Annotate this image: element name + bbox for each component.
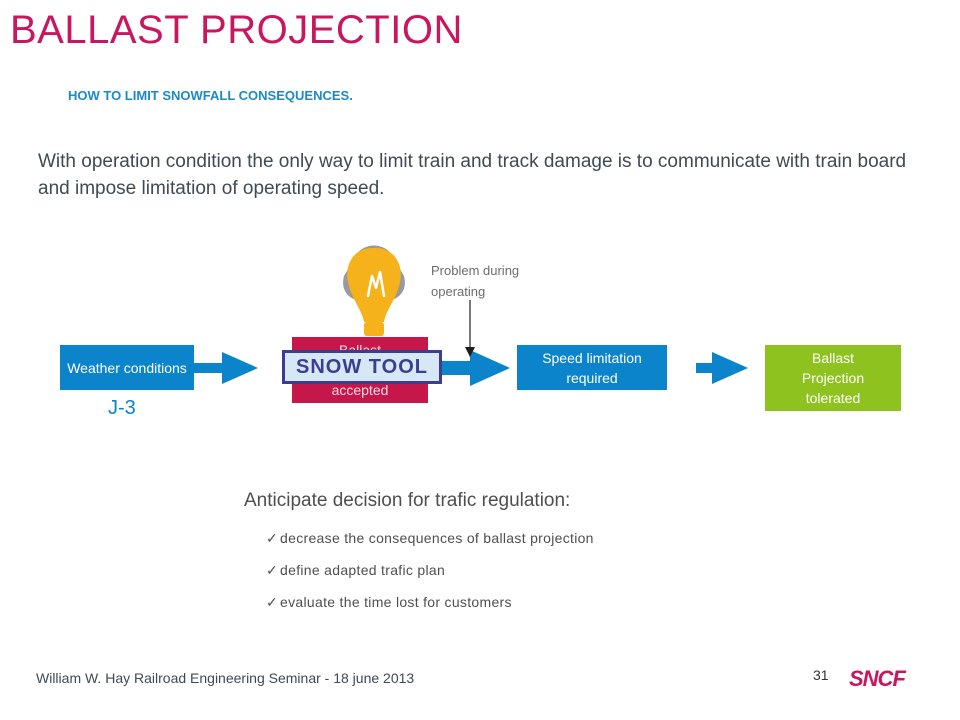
list-item: ✓decrease the consequences of ballast pr…: [266, 528, 594, 560]
list-item: ✓define adapted trafic plan: [266, 560, 594, 592]
ballast-tolerated-label: Ballast Projection tolerated: [801, 350, 865, 406]
anticipate-heading: Anticipate decision for trafic regulatio…: [244, 490, 571, 511]
sncf-logo: SNCF: [849, 666, 906, 691]
snow-tool-label: SNOW TOOL: [282, 350, 442, 384]
intro-text: With operation condition the only way to…: [38, 151, 907, 199]
problem-note: Problem during operating: [431, 263, 520, 299]
lightbulb-icon: [343, 245, 405, 336]
weather-conditions-label: Weather conditions: [67, 359, 187, 376]
footer-text: William W. Hay Railroad Engineering Semi…: [36, 670, 415, 686]
check-icon: ✓: [266, 562, 279, 578]
anticipate-list: ✓decrease the consequences of ballast pr…: [266, 528, 594, 624]
check-icon: ✓: [266, 594, 279, 610]
speed-limitation-label: Speed limitation required: [542, 349, 642, 386]
list-item-text: decrease the consequences of ballast pro…: [280, 530, 594, 546]
speed-limitation-box: Speed limitation required: [517, 345, 667, 390]
flow-arrow-3: [696, 352, 748, 384]
slide-title: BALLAST PROJECTION: [10, 8, 463, 52]
check-icon: ✓: [266, 530, 279, 546]
list-item: ✓evaluate the time lost for customers: [266, 592, 594, 624]
timing-label: J-3: [108, 397, 136, 419]
problem-pointer: [465, 300, 475, 357]
weather-conditions-box: Weather conditions: [60, 345, 194, 390]
list-item-text: define adapted trafic plan: [280, 562, 446, 578]
slide-subtitle: HOW TO LIMIT SNOWFALL CONSEQUENCES.: [68, 88, 353, 103]
ballast-tolerated-box: Ballast Projection tolerated: [765, 345, 901, 411]
flow-arrow-1: [194, 352, 258, 384]
list-item-text: evaluate the time lost for customers: [280, 594, 512, 610]
page-number: 31: [813, 667, 829, 683]
